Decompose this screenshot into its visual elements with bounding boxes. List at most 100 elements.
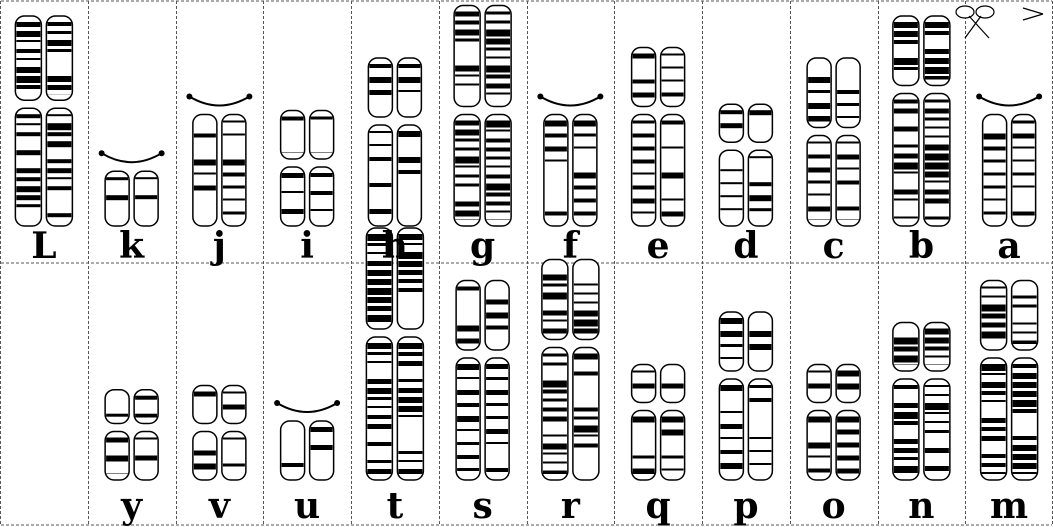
chromosome-band <box>369 157 391 161</box>
chromosome-band <box>367 352 391 355</box>
chromosome-band <box>47 114 71 116</box>
satellite <box>537 94 543 100</box>
chromosome-band <box>455 211 479 217</box>
chromosome-band <box>925 421 949 423</box>
chromosome-band <box>894 439 918 444</box>
chromosome-band <box>662 173 684 179</box>
chromosome-band <box>398 170 420 174</box>
chromatid <box>573 348 599 481</box>
chromosome-band <box>662 456 684 459</box>
chromosome-band <box>543 471 567 475</box>
chromosome-band <box>455 184 479 187</box>
satellite <box>334 400 340 406</box>
chromosome-band <box>720 463 742 469</box>
chromosome-band <box>486 93 510 95</box>
chromosome-band <box>894 100 918 104</box>
chromosome-band <box>925 394 949 396</box>
chromosome-band <box>662 469 684 471</box>
chromosome-band <box>982 472 1006 474</box>
chromosome-band <box>720 110 742 114</box>
chromosome-band <box>47 177 71 179</box>
chromosome-band <box>47 85 71 90</box>
chromosome-band <box>135 396 157 400</box>
chromosome-band <box>486 211 510 213</box>
chromosome-band <box>808 469 830 473</box>
chromosome-o <box>807 365 860 481</box>
chromosome-band <box>311 427 333 432</box>
chromosome-band <box>662 212 684 217</box>
chromosome-band <box>925 338 949 344</box>
chromosome-band <box>925 448 949 453</box>
chromosome-band <box>543 399 567 402</box>
chromosome-band <box>455 166 479 168</box>
chromatid <box>1012 115 1036 227</box>
chromosome-band <box>486 148 510 152</box>
chromosome-label: p <box>733 485 758 527</box>
chromosome-band <box>925 181 949 183</box>
chromosome-band <box>223 212 245 215</box>
chromatid <box>748 312 772 371</box>
chromosome-band <box>106 414 128 417</box>
chromosome-band <box>808 371 830 373</box>
chromosome-band <box>894 67 918 70</box>
chromosome-band <box>925 347 949 351</box>
chromosome-band <box>543 453 567 455</box>
chromosome-band <box>894 22 918 28</box>
chromatid <box>544 115 568 227</box>
chromosome-band <box>749 182 771 186</box>
chromosome-band <box>720 450 742 454</box>
chromosome-band <box>894 347 918 352</box>
chromosome-band <box>574 354 598 360</box>
chromosome-band <box>982 400 1006 402</box>
chromosome-band <box>486 313 508 319</box>
chromosome-band <box>837 168 859 170</box>
chromosome-band <box>662 80 684 82</box>
chromosome-band <box>1013 409 1037 413</box>
chromosome-band <box>455 66 479 72</box>
chromosome-band <box>720 331 742 337</box>
chromosome-band <box>1013 391 1037 397</box>
chromosome-band <box>282 117 304 121</box>
chromosome-band <box>984 199 1006 201</box>
chromosome-band <box>369 144 391 146</box>
chromosome-band <box>984 147 1006 151</box>
chromatid <box>366 337 392 480</box>
chromosome-band <box>574 302 598 304</box>
chromosome-band <box>398 77 420 83</box>
chromosome-band <box>894 145 918 148</box>
chromosome-band <box>398 64 420 68</box>
chromosome-band <box>194 451 216 456</box>
chromosome-band <box>894 172 918 174</box>
chromosome-band <box>662 384 684 389</box>
chromosome-band <box>486 12 510 15</box>
chromosome-band <box>455 202 479 207</box>
chromosome-band <box>984 186 1006 189</box>
chromosome-band <box>455 175 479 178</box>
chromosome-label: v <box>208 485 231 527</box>
chromosome-band <box>925 67 949 74</box>
chromosome-band <box>574 173 596 179</box>
chromosome-band <box>982 323 1006 328</box>
chromosome-band <box>543 444 567 450</box>
chromosome-band <box>808 77 830 83</box>
chromatid <box>193 115 217 227</box>
chromosome-band <box>47 213 71 217</box>
chromosome-band <box>894 338 918 345</box>
chromosome-band <box>633 173 655 175</box>
chromosome-band <box>223 199 245 201</box>
chromosome-band <box>925 403 949 410</box>
satellite-stalk <box>189 97 249 106</box>
chromosome-band <box>982 314 1006 319</box>
chromosome-band <box>16 186 40 192</box>
chromosome-band <box>311 173 333 177</box>
chromosome-band <box>16 150 40 155</box>
chromosome-band <box>633 186 655 190</box>
chromosome-set <box>15 6 1042 481</box>
chromosome-band <box>545 160 567 162</box>
chromosome-band <box>837 417 859 423</box>
chromosome-band <box>808 207 830 212</box>
chromosome-band <box>194 134 216 138</box>
chromosome-band <box>486 202 510 206</box>
chromosome-band <box>925 22 949 28</box>
chromosome-f <box>537 94 603 227</box>
